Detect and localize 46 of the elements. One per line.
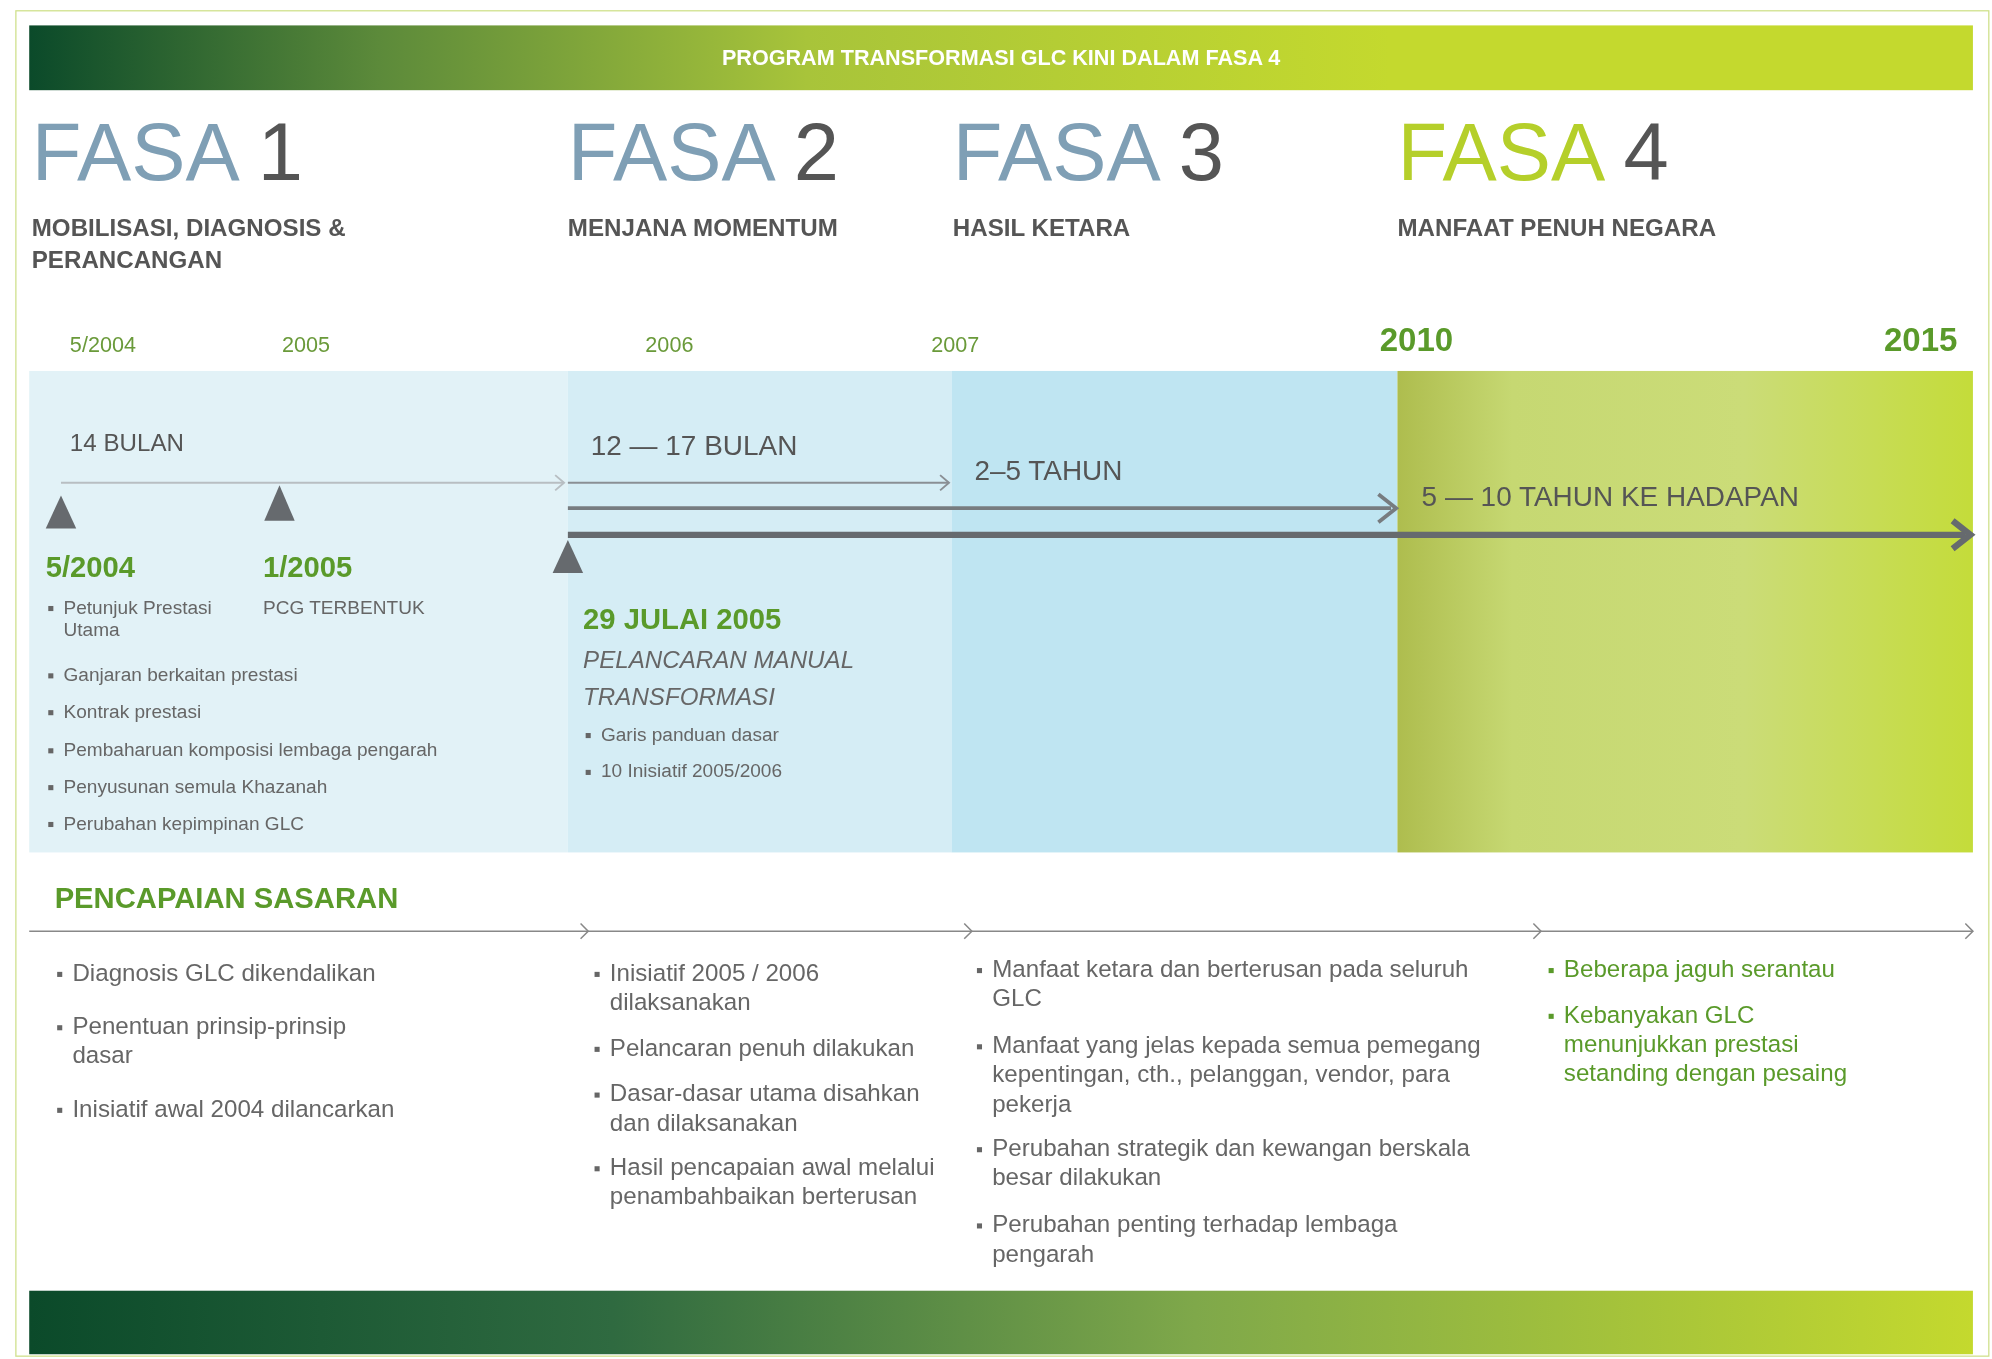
phase-heading: FASA 2 [567, 111, 841, 194]
bullet-item: Penentuan prinsip-prinsip dasar [54, 1012, 403, 1071]
duration-label: 14 BULAN [69, 429, 185, 459]
section-heading: PENCAPAIAN SASARAN [54, 881, 400, 917]
duration-label: 12 — 17 BULAN [590, 429, 799, 463]
bullet-item: Ganjaran berkaitan prestasi [45, 663, 483, 686]
bullet-item: Pelancaran penuh dilakukan [592, 1034, 966, 1064]
phase-subtitle: MOBILISASI, DIAGNOSIS & PERANCANGAN [31, 213, 347, 275]
bullet-item: Inisiatif awal 2004 dilancarkan [54, 1095, 454, 1125]
bullet-item: Perubahan strategik dan kewangan berskala besar dilakukan [974, 1134, 1501, 1193]
year-tick: 2005 [282, 332, 332, 359]
bullet-item: 10 Inisiatif 2005/2006 [583, 759, 919, 783]
bullet-item: Garis panduan dasar [583, 722, 919, 746]
duration-label: 2–5 TAHUN [974, 454, 1124, 489]
bullet-item: Beberapa jaguh serantau [1546, 955, 1945, 985]
phase-heading: FASA 4 [1397, 111, 1670, 194]
bullet-item: Hasil pencapaian awal melalui penambahbaikan berterusan [592, 1153, 966, 1212]
bullet-item: Petunjuk Prestasi Utama [45, 595, 255, 642]
phase-heading: FASA 3 [952, 111, 1225, 194]
bullet-item: Perubahan kepimpinan GLC [45, 811, 483, 835]
milestone-date: 1/2005 [262, 550, 354, 586]
duration-label: 5 — 10 TAHUN KE HADAPAN [1421, 480, 1800, 514]
bullet-item: Kebanyakan GLC menunjukkan prestasi setanding dengan pesaing [1546, 1001, 1882, 1088]
phase-heading: FASA 1 [31, 111, 304, 194]
bullet-item: Inisiatif 2005 / 2006 dilaksanakan [592, 959, 966, 1018]
bullet-item: Diagnosis GLC dikendalikan [54, 959, 429, 989]
milestone-date: 5/2004 [45, 550, 137, 586]
bullet-item: Dasar-dasar utama disahkan dan dilaksanakan [592, 1079, 966, 1138]
year-tick: 2006 [645, 332, 695, 359]
bullet-item: Perubahan penting terhadap lembaga pengarah [974, 1210, 1501, 1269]
year-tick: 2010 [1379, 320, 1455, 360]
year-tick: 5/2004 [69, 332, 137, 359]
bullet-item: Manfaat ketara dan berterusan pada seluruh GLC [974, 955, 1501, 1014]
milestone-text: PELANCARAN MANUAL TRANSFORMASI [583, 645, 855, 712]
year-tick: 2007 [931, 332, 981, 359]
phase-subtitle: MENJANA MOMENTUM [567, 213, 839, 244]
title-banner: PROGRAM TRANSFORMASI GLC KINI DALAM FASA 4 [29, 25, 1973, 91]
bullet-item: Manfaat yang jelas kepada semua pemegang kepentingan, cth., pelanggan, vendor, para pekerja [974, 1031, 1501, 1119]
phase-subtitle: HASIL KETARA [952, 213, 1132, 244]
bullet-item: Kontrak prestasi [45, 700, 483, 723]
bullet-item: Penyusunan semula Khazanah [45, 774, 483, 798]
bullet-item: Pembaharuan komposisi lembaga pengarah [45, 738, 496, 761]
milestone-text: PCG TERBENTUK [262, 595, 426, 619]
phase-subtitle: MANFAAT PENUH NEGARA [1397, 213, 1718, 244]
milestone-date: 29 JULAI 2005 [583, 602, 783, 638]
year-tick: 2015 [1884, 320, 1959, 360]
